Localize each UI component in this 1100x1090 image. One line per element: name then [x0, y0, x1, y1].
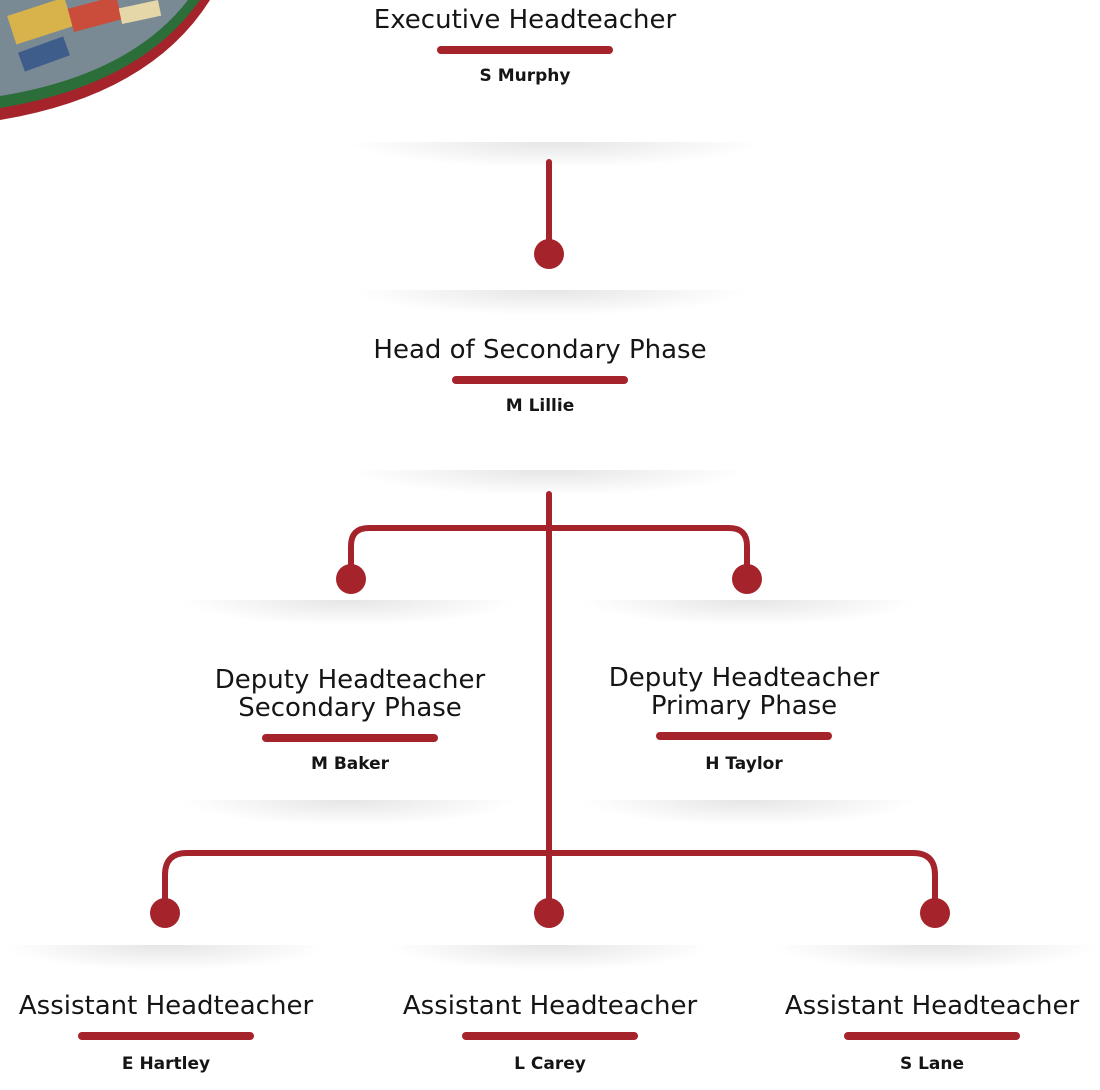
role-title: Head of Secondary Phase	[373, 335, 707, 365]
accent-bar	[656, 732, 832, 740]
card-shadow	[180, 800, 520, 826]
accent-bar	[452, 376, 628, 384]
accent-bar	[262, 734, 438, 742]
card-shadow	[350, 290, 750, 316]
card-shadow	[580, 800, 920, 826]
person-name: M Baker	[310, 754, 390, 774]
card-shadow	[580, 600, 920, 626]
card-shadow	[0, 945, 330, 971]
org-node-assistant-headteacher-3: Assistant Headteacher S Lane	[766, 992, 1098, 1074]
accent-bar	[844, 1032, 1020, 1040]
card-shadow	[385, 945, 715, 971]
role-title-line1: Deputy Headteacher	[214, 665, 486, 695]
role-title-line2: Primary Phase	[650, 691, 838, 721]
connector-assistant-branch	[162, 850, 938, 915]
role-title: Assistant Headteacher	[402, 991, 698, 1021]
person-name: S Murphy	[479, 66, 571, 86]
org-node-deputy-primary: Deputy Headteacher Primary Phase H Taylo…	[584, 664, 904, 774]
role-title-line2: Secondary Phase	[238, 693, 462, 723]
card-shadow	[180, 600, 520, 626]
role-title-line1: Deputy Headteacher	[608, 663, 880, 693]
person-name: L Carey	[514, 1054, 586, 1074]
org-node-executive-headteacher: Executive Headteacher S Murphy	[340, 6, 710, 86]
card-shadow	[345, 142, 765, 168]
accent-bar	[437, 46, 613, 54]
card-shadow	[770, 945, 1100, 971]
person-name: M Lillie	[505, 396, 575, 416]
role-title: Executive Headteacher	[373, 5, 677, 35]
connector-dot	[732, 564, 762, 594]
person-name: S Lane	[899, 1054, 965, 1074]
connector-dot	[150, 898, 180, 928]
person-name: E Hartley	[121, 1054, 211, 1074]
org-node-assistant-headteacher-1: Assistant Headteacher E Hartley	[0, 992, 332, 1074]
connector-dot	[534, 898, 564, 928]
corner-photo-decoration	[0, 0, 210, 120]
connector-dot	[336, 564, 366, 594]
org-node-assistant-headteacher-2: Assistant Headteacher L Carey	[384, 992, 716, 1074]
person-name: H Taylor	[705, 754, 783, 774]
role-title: Assistant Headteacher	[784, 991, 1080, 1021]
org-node-deputy-secondary: Deputy Headteacher Secondary Phase M Bak…	[190, 666, 510, 774]
accent-bar	[78, 1032, 254, 1040]
connector-deputy-branch	[348, 525, 750, 581]
role-title: Assistant Headteacher	[18, 991, 314, 1021]
org-node-head-of-secondary: Head of Secondary Phase M Lillie	[340, 336, 740, 416]
accent-bar	[462, 1032, 638, 1040]
connector-dot	[534, 239, 564, 269]
connector-dot	[920, 898, 950, 928]
